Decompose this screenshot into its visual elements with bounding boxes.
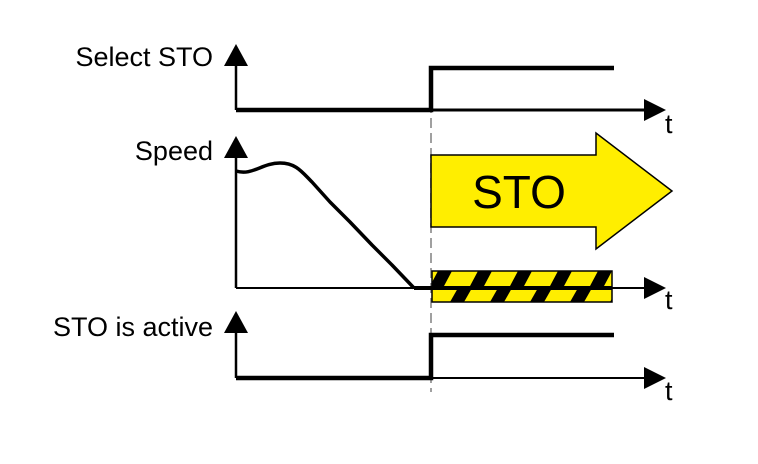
select-sto-row: Select STO t [75, 42, 673, 139]
speed-axis-arrow-icon [224, 136, 248, 158]
speed-curve [235, 161, 416, 290]
speed-row: Speed t [135, 131, 674, 315]
sto-active-time-arrow-icon [644, 367, 666, 389]
sto-arrow-icon [430, 131, 674, 251]
speed-time-arrow-icon [644, 277, 666, 299]
select-sto-axis-arrow-icon [224, 44, 248, 66]
sto-active-label: STO is active [53, 312, 213, 342]
select-sto-time-label: t [665, 109, 673, 139]
select-sto-label: Select STO [75, 42, 213, 72]
sto-active-time-label: t [665, 376, 673, 406]
select-sto-time-arrow-icon [644, 99, 666, 121]
sto-arrow-label: STO [472, 166, 566, 218]
speed-time-label: t [665, 285, 673, 315]
sto-active-signal [236, 332, 614, 381]
speed-label: Speed [135, 136, 213, 166]
select-sto-signal [236, 65, 614, 113]
sto-active-row: STO is active t [53, 311, 673, 406]
sto-active-axis-arrow-icon [224, 311, 248, 333]
